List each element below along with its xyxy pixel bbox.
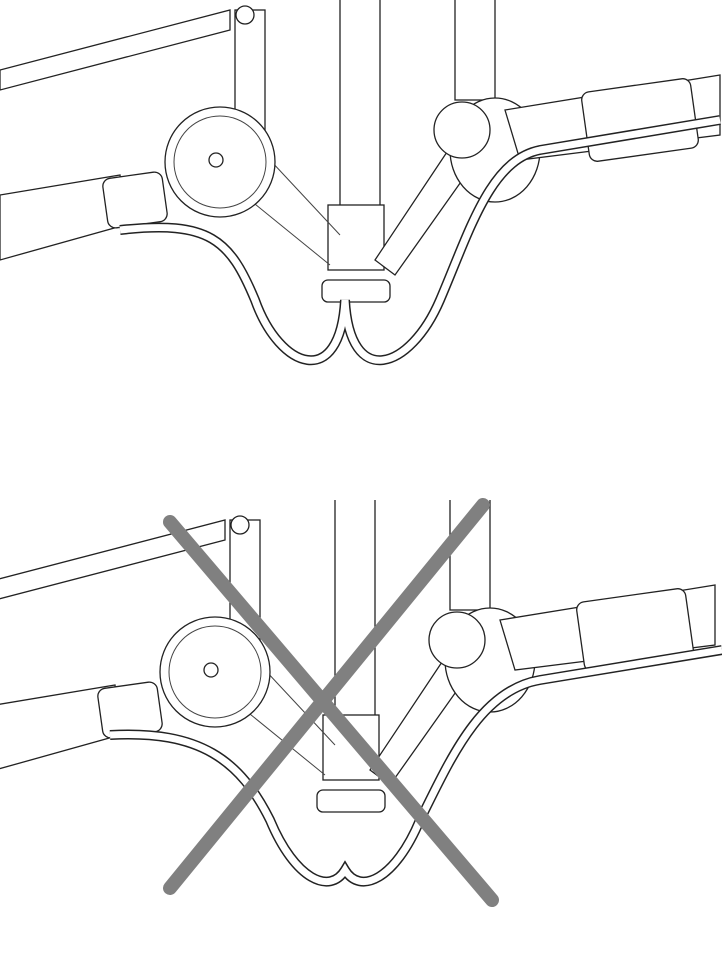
panel-correct <box>0 0 721 365</box>
incorrect-cross-mark <box>163 498 499 907</box>
panel-incorrect <box>0 460 722 907</box>
